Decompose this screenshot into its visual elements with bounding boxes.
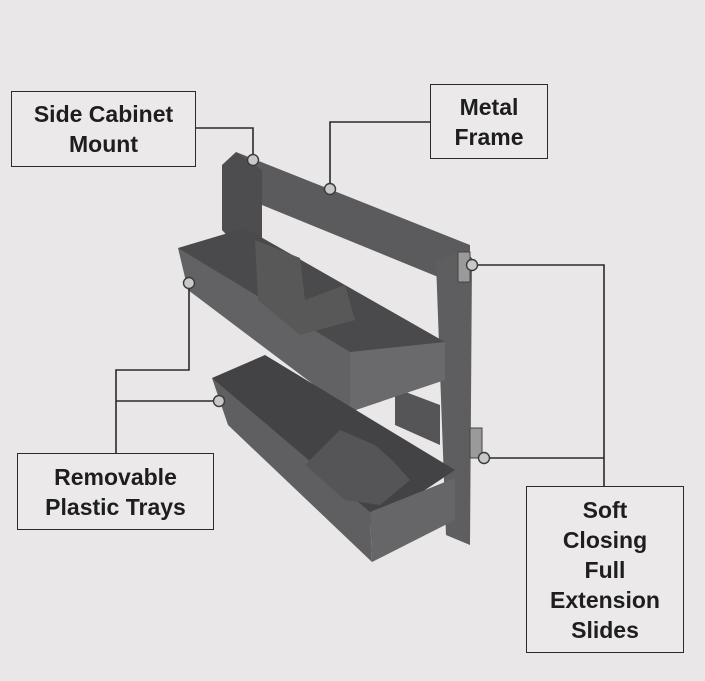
metal-frame-lower-arm — [395, 388, 440, 445]
lower-tray-end — [370, 478, 455, 562]
dot-upper-tray — [182, 276, 196, 290]
label-soft-closing-slides: Soft Closing Full Extension Slides — [526, 486, 684, 653]
lower-tray-front — [212, 378, 372, 562]
callout-lines — [115, 121, 605, 486]
lower-slide-bracket — [469, 427, 483, 459]
metal-frame-top-bar — [236, 152, 470, 290]
upper-tray-front — [178, 248, 350, 412]
upper-tray-end — [350, 342, 445, 412]
dot-lower-slide — [477, 451, 491, 465]
dot-lower-tray — [212, 394, 226, 408]
callout-line-side-mount — [195, 127, 254, 160]
callout-line-trays-upper — [115, 283, 190, 453]
callout-line-metal-frame — [329, 121, 430, 189]
label-metal-frame: Metal Frame — [430, 84, 548, 159]
product-image — [178, 152, 483, 562]
side-mount-plate — [222, 152, 262, 250]
callout-line-slides-upper — [472, 264, 605, 486]
dot-metal-frame — [323, 182, 337, 196]
lower-tray-divider — [305, 430, 410, 505]
callout-dots — [182, 153, 491, 465]
label-side-cabinet-mount: Side Cabinet Mount — [11, 91, 196, 167]
label-removable-plastic-trays: Removable Plastic Trays — [17, 453, 214, 530]
upper-tray-divider — [255, 240, 355, 335]
dot-upper-slide — [465, 258, 479, 272]
dot-side-mount — [246, 153, 260, 167]
